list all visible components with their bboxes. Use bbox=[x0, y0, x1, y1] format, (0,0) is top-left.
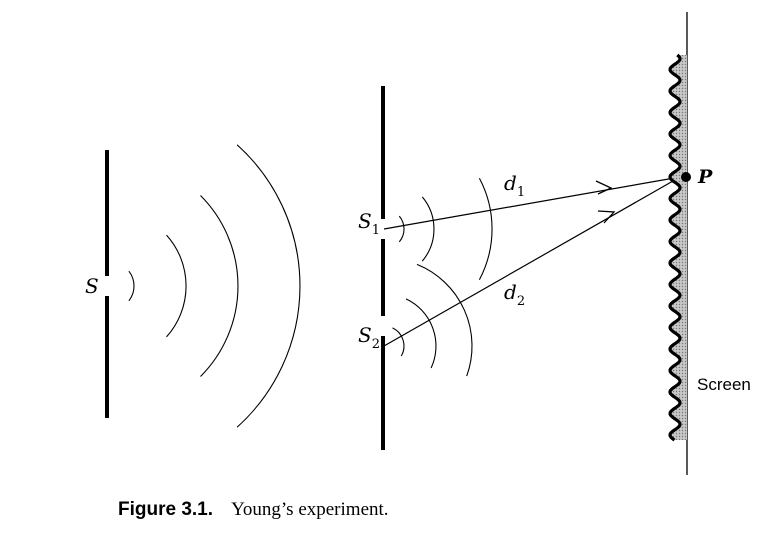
label-d1: d1 bbox=[504, 171, 525, 200]
label-point-p: P bbox=[697, 166, 713, 188]
label-slit1: S1 bbox=[358, 209, 380, 238]
label-slit2-sub: 2 bbox=[372, 337, 380, 352]
slit1-wavefront-1 bbox=[398, 215, 405, 243]
source-wavefront-2 bbox=[166, 234, 187, 338]
source-wavefront-3 bbox=[200, 195, 239, 377]
label-d1-sub: 1 bbox=[517, 185, 525, 200]
label-slit1-main: S bbox=[358, 209, 372, 233]
ray-d1 bbox=[383, 176, 681, 230]
label-slit1-sub: 1 bbox=[372, 223, 380, 238]
figure-caption: Figure 3.1. Young’s experiment. bbox=[118, 499, 389, 521]
slit1-wavefront-3 bbox=[478, 178, 493, 280]
label-slit2-main: S bbox=[358, 323, 372, 347]
label-screen: Screen bbox=[697, 375, 751, 394]
label-d2-sub: 2 bbox=[517, 294, 525, 309]
label-source: S bbox=[85, 274, 99, 298]
intensity-pattern-outline bbox=[668, 53, 682, 442]
source-wavefront-4 bbox=[236, 144, 301, 428]
source-wavefronts bbox=[128, 144, 301, 428]
slit2-wavefronts bbox=[392, 263, 473, 377]
caption-text: Young’s experiment. bbox=[231, 499, 389, 520]
slit2-wavefront-3 bbox=[416, 263, 473, 377]
label-slit2: S2 bbox=[358, 323, 380, 352]
caption-number: Figure 3.1. bbox=[118, 499, 214, 520]
arrowhead-d1 bbox=[595, 180, 613, 195]
slit1-wavefronts bbox=[398, 178, 493, 280]
slit2-wavefront-2 bbox=[405, 298, 437, 369]
label-d2: d2 bbox=[504, 280, 525, 309]
path-rays bbox=[383, 176, 681, 347]
label-d2-main: d bbox=[504, 280, 517, 304]
slit1-wavefront-2 bbox=[421, 196, 435, 262]
source-wavefront-1 bbox=[128, 270, 135, 302]
label-d1-main: d bbox=[504, 171, 517, 195]
arrowhead-d2 bbox=[597, 210, 616, 224]
ray-d2 bbox=[383, 176, 681, 347]
point-p-marker bbox=[681, 172, 691, 182]
slit2-wavefront-1 bbox=[392, 327, 405, 357]
